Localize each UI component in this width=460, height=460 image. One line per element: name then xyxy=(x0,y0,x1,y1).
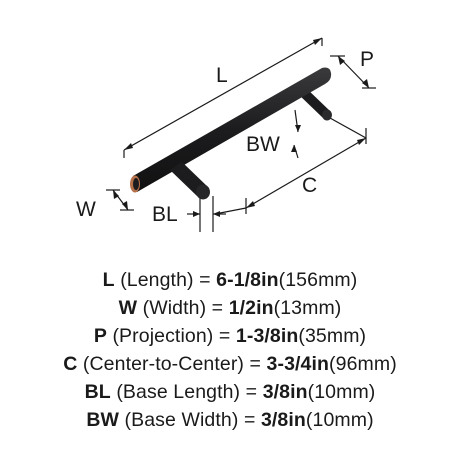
spec-metric: (35mm) xyxy=(298,325,367,347)
spec-metric: (10mm) xyxy=(305,409,374,431)
spec-abbr: BL xyxy=(84,381,111,403)
handle-bar xyxy=(133,67,332,192)
spec-desc: (Width) = xyxy=(142,297,224,319)
spec-metric: (156mm) xyxy=(278,269,358,291)
spec-value: 6-1/8in xyxy=(216,269,279,291)
spec-abbr: L xyxy=(102,269,115,291)
spec-value: 1-3/8in xyxy=(235,325,299,347)
center-to-center-dimension-line xyxy=(245,137,367,209)
spec-abbr: BW xyxy=(86,409,119,431)
spec-desc: (Base Width) = xyxy=(124,409,256,431)
label-width: W xyxy=(76,198,96,221)
pull-handle xyxy=(130,67,332,200)
label-center-to-center: C xyxy=(302,174,317,197)
length-dimension-line xyxy=(123,37,323,151)
label-projection: P xyxy=(360,48,374,71)
spec-row-projection: P (Projection) = 1-3/8in(35mm) xyxy=(0,322,460,350)
spec-value: 3/8in xyxy=(260,409,306,431)
spec-value: 3/8in xyxy=(262,381,308,403)
spec-row-base-width: BW (Base Width) = 3/8in(10mm) xyxy=(0,406,460,434)
spec-abbr: P xyxy=(93,325,107,347)
dimension-lines xyxy=(106,37,376,232)
arrowheads xyxy=(113,38,369,217)
spec-value: 3-3/4in xyxy=(266,353,330,375)
pull-handle-diagram: L P BW C W BL xyxy=(76,37,376,232)
spec-metric: (13mm) xyxy=(273,297,342,319)
spec-desc: (Center-to-Center) = xyxy=(82,353,262,375)
spec-value: 1/2in xyxy=(228,297,274,319)
spec-abbr: W xyxy=(118,297,138,319)
spec-desc: (Length) = xyxy=(120,269,211,291)
spec-metric: (96mm) xyxy=(329,353,397,375)
specifications-list: L (Length) = 6-1/8in(156mm) W (Width) = … xyxy=(0,266,460,434)
label-length: L xyxy=(216,64,228,87)
spec-metric: (10mm) xyxy=(307,381,376,403)
spec-desc: (Projection) = xyxy=(112,325,231,347)
spec-desc: (Base Length) = xyxy=(116,381,258,403)
spec-row-width: W (Width) = 1/2in(13mm) xyxy=(0,294,460,322)
spec-row-base-length: BL (Base Length) = 3/8in(10mm) xyxy=(0,378,460,406)
spec-row-length: L (Length) = 6-1/8in(156mm) xyxy=(0,266,460,294)
spec-row-center-to-center: C (Center-to-Center) = 3-3/4in(96mm) xyxy=(0,350,460,378)
label-base-length: BL xyxy=(152,203,178,226)
label-base-width: BW xyxy=(246,133,280,156)
spec-abbr: C xyxy=(63,353,78,375)
